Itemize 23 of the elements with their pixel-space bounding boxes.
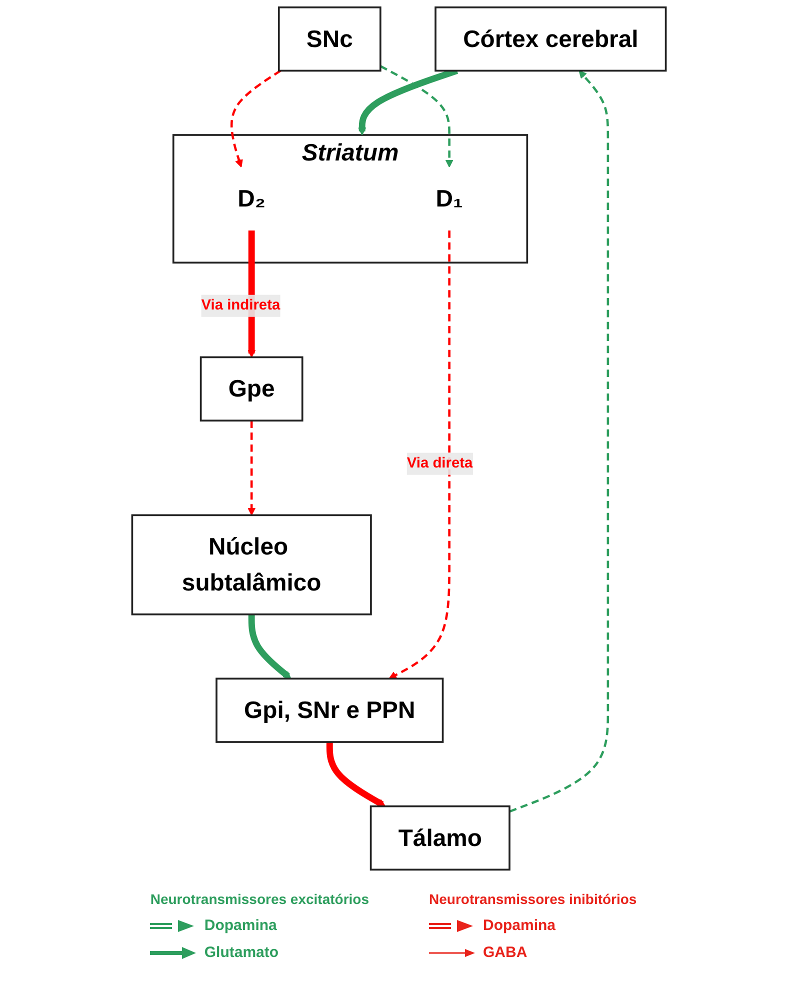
legend-label: GABA bbox=[483, 944, 528, 961]
legend-label: Dopamina bbox=[483, 917, 556, 934]
legend-heading: Neurotransmissores inibitórios bbox=[429, 891, 638, 907]
node-text: D₂ bbox=[238, 184, 266, 212]
node-box: Gpe bbox=[200, 356, 304, 422]
legend-heading: Neurotransmissores excitatórios bbox=[150, 891, 369, 907]
node-box: Tálamo bbox=[370, 805, 510, 871]
legend-label: Glutamato bbox=[204, 944, 279, 961]
arrow bbox=[380, 65, 454, 168]
legend-label: Dopamina bbox=[204, 917, 277, 934]
arrow bbox=[230, 70, 282, 168]
arrow bbox=[248, 420, 256, 516]
arrow bbox=[248, 614, 292, 679]
node-box: SNc bbox=[278, 6, 382, 72]
arrow bbox=[326, 742, 386, 808]
arrow bbox=[509, 70, 610, 813]
node-box: Gpi, SNr e PPN bbox=[216, 678, 444, 743]
edge-label: Via direta bbox=[406, 455, 473, 472]
edge-label: Via indireta bbox=[201, 298, 280, 314]
arrow bbox=[388, 230, 450, 679]
node-text: D₁ bbox=[436, 184, 463, 212]
node-box: Córtex cerebral bbox=[434, 6, 667, 72]
node-box: Núcleo subtalâmico bbox=[131, 514, 372, 616]
